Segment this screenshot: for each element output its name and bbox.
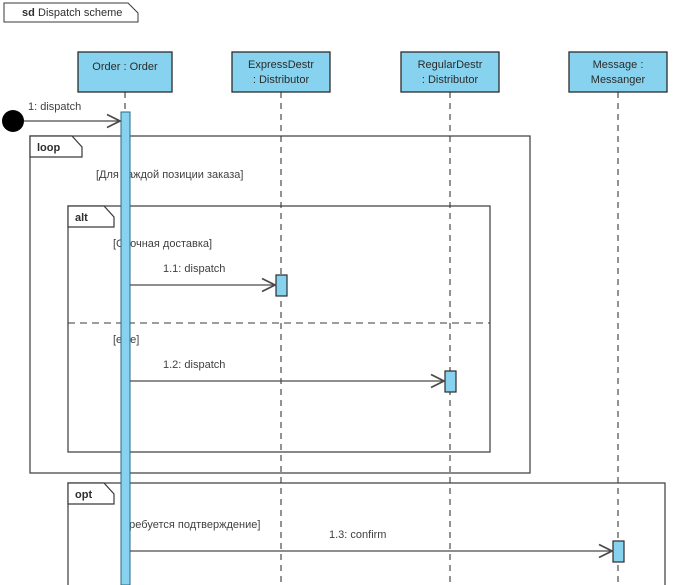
message-1-2-label: 1.2: dispatch (163, 359, 225, 371)
message-1-3-label: 1.3: confirm (329, 529, 386, 541)
message-1-1-dispatch[interactable]: 1.1: dispatch (130, 263, 275, 285)
fragment-alt-guard-1: [Срочная доставка] (113, 238, 212, 250)
start-node[interactable] (2, 110, 24, 132)
fragment-alt-operator-tab (67, 205, 115, 228)
fragment-loop-operator-tab (29, 135, 83, 158)
message-1-2-dispatch[interactable]: 1.2: dispatch (130, 359, 444, 381)
lifeline-label-messanger-line1: Message : (593, 59, 644, 71)
fragment-loop[interactable]: loop [Для каждой позиции заказа] (29, 135, 531, 474)
lifeline-label-messanger-line2: Messanger (591, 74, 646, 86)
lifeline-label-express-destr-line1: ExpressDestr (248, 59, 314, 71)
activation-bar-messanger[interactable] (612, 540, 625, 563)
diagram-frame-label: sd Dispatch scheme (3, 2, 139, 23)
lifeline-box-express-destr (231, 51, 331, 93)
activation-express-destr (275, 274, 288, 297)
lifeline-label-regular-destr-line1: RegularDestr (418, 59, 483, 71)
message-1-dispatch[interactable]: 1: dispatch (24, 101, 120, 121)
activation-messanger (612, 540, 625, 563)
fragment-opt-operator-label: opt (75, 489, 92, 501)
fragment-opt[interactable]: opt [Требуется подтверждение] (67, 482, 666, 585)
fragment-alt-operator-label: alt (75, 212, 88, 224)
lifeline-head-order[interactable]: Order : Order (77, 51, 173, 93)
fragment-loop-operator-label: loop (37, 142, 60, 154)
fragment-opt-border (67, 482, 666, 585)
message-1-1-label: 1.1: dispatch (163, 263, 225, 275)
fragment-alt[interactable]: alt [Срочная доставка] [else] (67, 205, 491, 453)
fragment-alt-border (67, 205, 491, 453)
fragment-loop-border (29, 135, 531, 474)
message-1-3-confirm[interactable]: 1.3: confirm (130, 529, 612, 551)
message-1-label: 1: dispatch (28, 101, 81, 113)
lifeline-label-order-line1: Order : Order (92, 61, 158, 73)
lifeline-box-order (77, 51, 173, 93)
lifeline-box-messanger (568, 51, 668, 93)
start-node-circle (2, 110, 24, 132)
lifeline-label-regular-destr-line2: : Distributor (422, 74, 479, 86)
activation-bar-order[interactable] (120, 111, 131, 585)
lifeline-head-messanger[interactable]: Message : Messanger (568, 51, 668, 93)
lifeline-box-regular-destr (400, 51, 500, 93)
lifeline-dashed-lines (124, 92, 619, 585)
lifeline-head-regular-destr[interactable]: RegularDestr : Distributor (400, 51, 500, 93)
lifeline-head-express-destr[interactable]: ExpressDestr : Distributor (231, 51, 331, 93)
fragment-opt-operator-tab (67, 482, 115, 505)
fragment-loop-guard: [Для каждой позиции заказа] (96, 169, 243, 181)
lifeline-label-express-destr-line2: : Distributor (253, 74, 310, 86)
diagram-title: Dispatch scheme (38, 7, 122, 19)
activation-bar-express-destr[interactable] (275, 274, 288, 297)
activation-regular-destr (444, 370, 457, 393)
activation-order (120, 111, 131, 585)
fragment-opt-guard: [Требуется подтверждение] (120, 519, 260, 531)
diagram-kind-keyword: sd (22, 7, 35, 19)
activation-bar-regular-destr[interactable] (444, 370, 457, 393)
